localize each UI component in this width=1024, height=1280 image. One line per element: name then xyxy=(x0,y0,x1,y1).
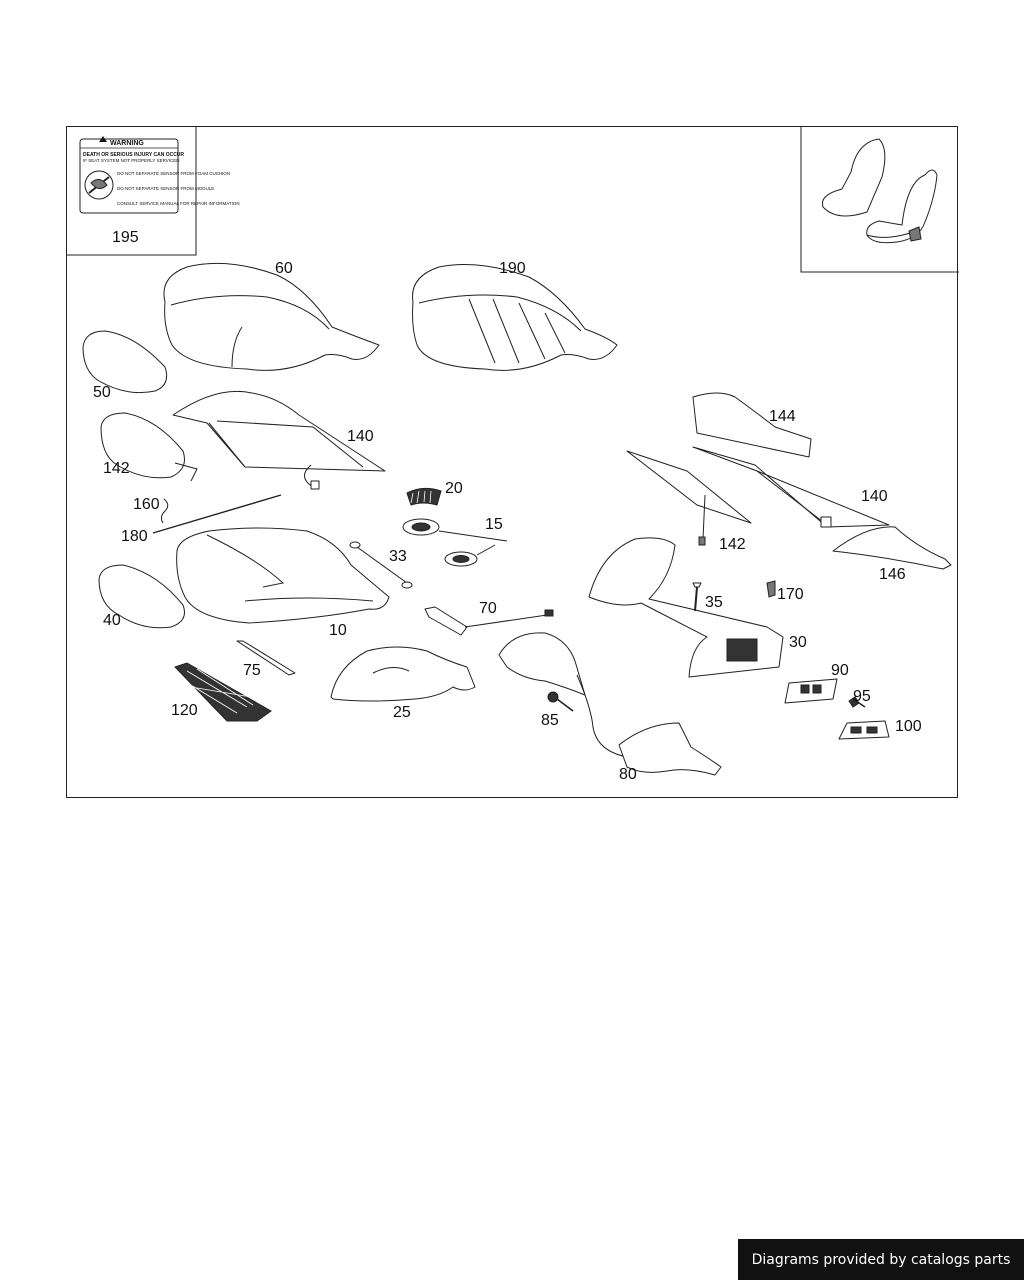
part-142-bolster-heater-left: 142 xyxy=(100,412,198,482)
part-70-switch: 70 xyxy=(424,600,554,636)
callout-142-left: 142 xyxy=(103,460,130,477)
part-100-switch-bezel: 100 xyxy=(838,718,922,740)
part-142-backrest-heater-right: 142 xyxy=(626,450,752,553)
part-190-cushion-cover: 190 xyxy=(412,260,618,371)
part-144-backrest-pad: 144 xyxy=(692,392,812,458)
callout-60: 60 xyxy=(275,260,293,277)
attribution-text: Diagrams provided by catalogs parts xyxy=(751,1251,1011,1268)
part-10-cushion-foam: 10 xyxy=(176,527,390,639)
callout-50: 50 xyxy=(93,384,111,401)
part-146-side-trim: 146 xyxy=(832,526,952,583)
warning-item-2: DO NOT SEPARATE SENSOR FROM MODULE xyxy=(117,186,214,191)
callout-10: 10 xyxy=(329,622,347,639)
callout-25: 25 xyxy=(393,704,411,721)
callout-70: 70 xyxy=(479,600,497,617)
part-180-wire: 180 xyxy=(121,494,282,545)
callout-120: 120 xyxy=(171,702,198,719)
seat-highlight xyxy=(908,226,922,242)
callout-180: 180 xyxy=(121,528,148,545)
warning-headline: DEATH OR SERIOUS INJURY CAN OCCUR xyxy=(83,152,184,158)
callout-146: 146 xyxy=(879,566,906,583)
part-15-fans: 15 xyxy=(402,516,508,567)
warning-triangle-icon xyxy=(99,136,107,142)
warning-subline: IF SEAT SYSTEM NOT PROPERLY SERVICED xyxy=(83,158,180,163)
callout-40: 40 xyxy=(103,612,121,629)
callout-90: 90 xyxy=(831,662,849,679)
callout-80: 80 xyxy=(619,766,637,783)
part-30-backrest-shell: 30 xyxy=(588,537,807,678)
warning-inset: WARNING DEATH OR SERIOUS INJURY CAN OCCU… xyxy=(67,127,240,256)
callout-85: 85 xyxy=(541,712,559,729)
part-120-sensor-mat: 120 xyxy=(171,662,272,722)
warning-footer-text: CONSULT SERVICE MANUAL FOR REPAIR INFORM… xyxy=(117,201,240,206)
callout-15: 15 xyxy=(485,516,503,533)
callout-144: 144 xyxy=(769,408,796,425)
callout-30: 30 xyxy=(789,634,807,651)
part-85-bolt: 85 xyxy=(541,691,574,729)
seat-locator-inset xyxy=(800,127,959,273)
part-35-bolt: 35 xyxy=(692,582,723,612)
part-25-side-trim: 25 xyxy=(330,646,476,721)
part-140-heater-mat-cushion: 140 xyxy=(172,390,386,490)
callout-75: 75 xyxy=(243,662,261,679)
callout-142-right: 142 xyxy=(719,536,746,553)
part-90-seat-switch: 90 xyxy=(784,662,849,704)
part-95-screw: 95 xyxy=(848,688,871,708)
part-33-cable: 33 xyxy=(349,541,413,589)
part-20-fan-grille: 20 xyxy=(406,480,463,506)
callout-95: 95 xyxy=(853,688,871,705)
callout-33: 33 xyxy=(389,548,407,565)
part-40-bolster-lower: 40 xyxy=(98,564,185,629)
callout-35: 35 xyxy=(705,594,723,611)
parts-diagram: WARNING DEATH OR SERIOUS INJURY CAN OCCU… xyxy=(66,126,959,798)
callout-100: 100 xyxy=(895,718,922,735)
callout-20: 20 xyxy=(445,480,463,497)
part-50-bolster: 50 xyxy=(82,330,168,401)
warning-header: WARNING xyxy=(110,140,144,147)
part-60-cushion-cover: 60 xyxy=(163,260,380,371)
part-75-trim-strip: 75 xyxy=(236,640,296,679)
exploded-view: WARNING DEATH OR SERIOUS INJURY CAN OCCU… xyxy=(67,127,959,783)
part-140-heater-mat-backrest: 140 xyxy=(692,446,890,528)
callout-190: 190 xyxy=(499,260,526,277)
warning-item-1: DO NOT SEPARATE SENSOR FROM FOAM CUSHION xyxy=(117,171,230,176)
part-80-side-cover: 80 xyxy=(498,632,722,783)
attribution-badge: Diagrams provided by catalogs parts xyxy=(738,1239,1024,1280)
callout-140-left: 140 xyxy=(347,428,374,445)
callout-170: 170 xyxy=(777,586,804,603)
callout-160: 160 xyxy=(133,496,160,513)
callout-195: 195 xyxy=(112,229,139,246)
part-160-clip: 160 xyxy=(133,496,169,524)
callout-140-right: 140 xyxy=(861,488,888,505)
part-170-clip: 170 xyxy=(766,580,804,603)
